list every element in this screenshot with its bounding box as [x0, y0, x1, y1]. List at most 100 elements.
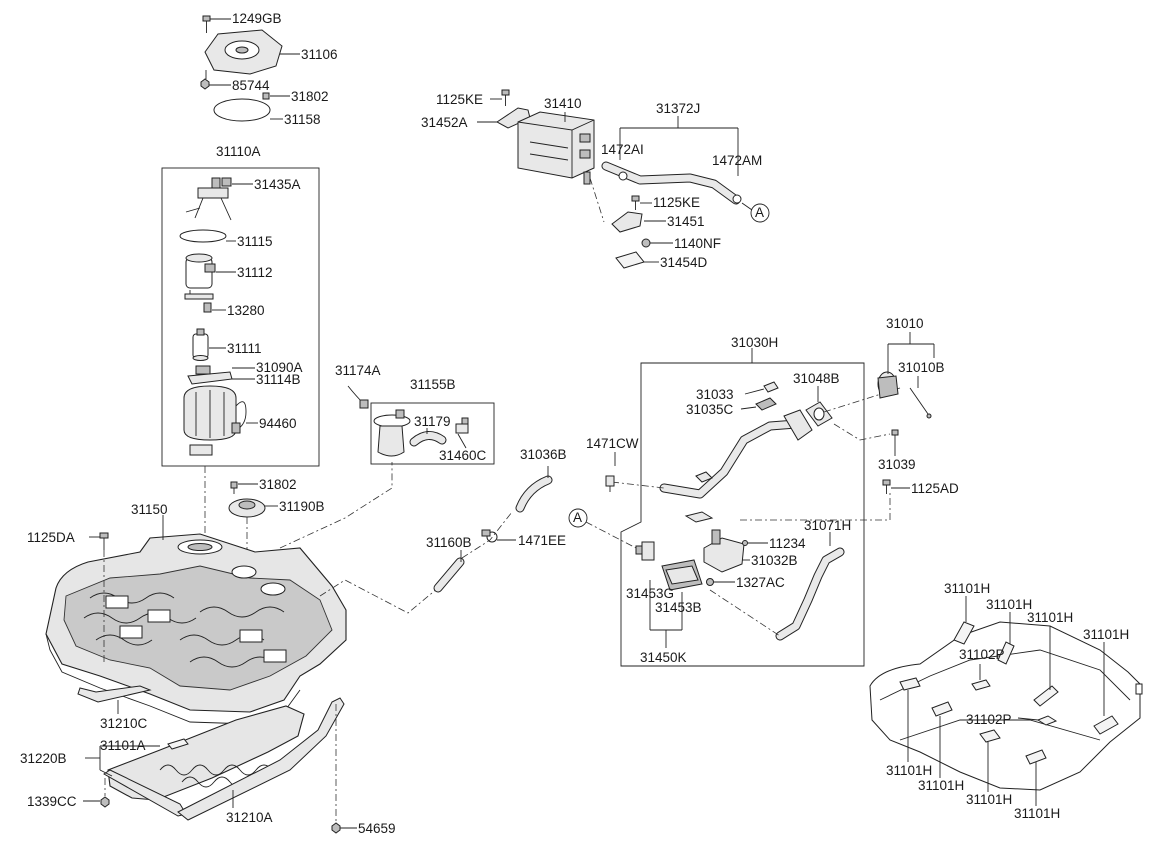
bolt-1125da: [99, 532, 109, 550]
screw-31039: [891, 429, 899, 444]
label-31010[interactable]: 31010: [886, 316, 924, 331]
label-1339cc[interactable]: 1339CC: [27, 794, 77, 809]
label-31210c[interactable]: 31210C: [100, 716, 148, 731]
label-31039[interactable]: 31039: [878, 457, 916, 472]
label-1472ai[interactable]: 1472AI: [601, 142, 644, 157]
label-31158[interactable]: 31158: [284, 112, 321, 127]
label-31101a[interactable]: 31101A: [100, 738, 146, 753]
label-1125da[interactable]: 1125DA: [27, 530, 75, 545]
reference-a-marker-top: [750, 203, 770, 223]
nut-85744: [200, 78, 210, 90]
label-54659[interactable]: 54659: [358, 821, 396, 836]
label-1249gb[interactable]: 1249GB: [232, 11, 282, 26]
label-31190b[interactable]: 31190B: [279, 499, 325, 514]
label-31179[interactable]: 31179: [414, 414, 451, 429]
clip-31802-top: [262, 92, 270, 100]
label-1471ee[interactable]: 1471EE: [518, 533, 567, 548]
label-31452a[interactable]: 31452A: [421, 115, 468, 130]
bracket-31220b-leader: [85, 745, 160, 777]
label-31435a[interactable]: 31435A: [254, 177, 301, 192]
label-11234[interactable]: 11234: [769, 536, 806, 551]
label-1140nf[interactable]: 1140NF: [674, 236, 722, 251]
bracket-31090a: [187, 365, 233, 385]
bracket-31032b: [703, 529, 745, 573]
label-13280[interactable]: 13280: [227, 303, 265, 318]
label-31150[interactable]: 31150: [131, 502, 168, 517]
label-1327ac[interactable]: 1327AC: [736, 575, 785, 590]
label-31090a[interactable]: 31090A: [256, 360, 303, 375]
label-31802-lower[interactable]: 31802: [259, 477, 297, 492]
bracket-31452a: [496, 107, 531, 129]
label-31030h[interactable]: 31030H: [731, 335, 779, 350]
connector-31460c: [455, 417, 469, 434]
clip-1471cw: [605, 475, 615, 492]
filler-group-31030h-frame: [620, 362, 865, 667]
label-31101h-1[interactable]: 31101H: [944, 581, 991, 596]
label-reference-a-top[interactable]: A: [755, 205, 765, 220]
line-31174a: [347, 385, 369, 409]
fuel-pump-group-frame: [161, 167, 320, 467]
label-1472am[interactable]: 1472AM: [712, 153, 763, 168]
label-31111[interactable]: 31111: [227, 341, 262, 356]
hose-31036b: [515, 475, 553, 513]
clamp-1472ai: [618, 171, 628, 181]
filter-31453b: [661, 559, 703, 591]
label-31032b[interactable]: 31032B: [751, 553, 798, 568]
label-31155b[interactable]: 31155B: [410, 377, 456, 392]
label-31101h-5[interactable]: 31101H: [886, 763, 933, 778]
label-31174a[interactable]: 31174A: [335, 363, 381, 378]
label-31220b[interactable]: 31220B: [20, 751, 67, 766]
label-31210a[interactable]: 31210A: [226, 810, 273, 825]
label-31802-top[interactable]: 31802: [291, 89, 329, 104]
label-31453b[interactable]: 31453B: [655, 600, 702, 615]
label-31110a[interactable]: 31110A: [216, 144, 261, 159]
label-31410[interactable]: 31410: [544, 96, 582, 111]
label-31101h-2[interactable]: 31101H: [986, 597, 1033, 612]
label-1471cw[interactable]: 1471CW: [586, 436, 639, 451]
label-31101h-6[interactable]: 31101H: [918, 778, 965, 793]
label-31010b[interactable]: 31010B: [898, 360, 945, 375]
label-1125ad[interactable]: 1125AD: [911, 481, 959, 496]
label-31036b[interactable]: 31036B: [520, 447, 567, 462]
nut-54659: [331, 822, 341, 834]
label-31101h-3[interactable]: 31101H: [1027, 610, 1074, 625]
label-31035c[interactable]: 31035C: [686, 402, 734, 417]
label-94460[interactable]: 94460: [259, 416, 297, 431]
label-reference-a-mid[interactable]: A: [573, 510, 583, 525]
label-31372j[interactable]: 31372J: [656, 101, 701, 116]
label-31114b[interactable]: 31114B: [256, 372, 301, 387]
label-85744[interactable]: 85744: [232, 78, 270, 93]
bolt-1125ke-lower: [631, 195, 640, 210]
label-31101h-8[interactable]: 31101H: [1014, 806, 1061, 821]
label-31033[interactable]: 31033: [696, 387, 734, 402]
label-31115[interactable]: 31115: [237, 234, 273, 249]
label-31102p-2[interactable]: 31102P: [966, 712, 1012, 727]
label-31453g[interactable]: 31453G: [626, 586, 675, 601]
bolt-1339cc: [100, 796, 110, 808]
label-31106[interactable]: 31106: [301, 47, 338, 62]
pump-module-31155b: [373, 409, 411, 457]
label-31102p-1[interactable]: 31102P: [959, 647, 1005, 662]
small-brackets: [684, 471, 714, 523]
label-31160b[interactable]: 31160B: [426, 535, 472, 550]
clamp-1472am: [732, 194, 742, 204]
label-31071h[interactable]: 31071H: [804, 518, 852, 533]
label-31450k[interactable]: 31450K: [640, 650, 687, 665]
fuel-tank-31150: [45, 533, 347, 725]
label-31048b[interactable]: 31048B: [793, 371, 840, 386]
tank-outline-right: [869, 621, 1143, 791]
label-31460c[interactable]: 31460C: [439, 448, 487, 463]
label-31454d[interactable]: 31454D: [660, 255, 708, 270]
label-31101h-4[interactable]: 31101H: [1083, 627, 1130, 642]
label-31112[interactable]: 31112: [237, 265, 273, 280]
label-31101h-7[interactable]: 31101H: [966, 792, 1013, 807]
label-31451[interactable]: 31451: [667, 214, 705, 229]
nut-1327ac: [706, 578, 714, 586]
label-1125ke-lower[interactable]: 1125KE: [653, 195, 701, 210]
clip-31033: [763, 381, 779, 393]
hose-31179: [409, 431, 447, 447]
label-1125ke-top[interactable]: 1125KE: [436, 92, 484, 107]
filler-pipe: [659, 409, 813, 499]
nut-1140nf: [641, 238, 651, 248]
